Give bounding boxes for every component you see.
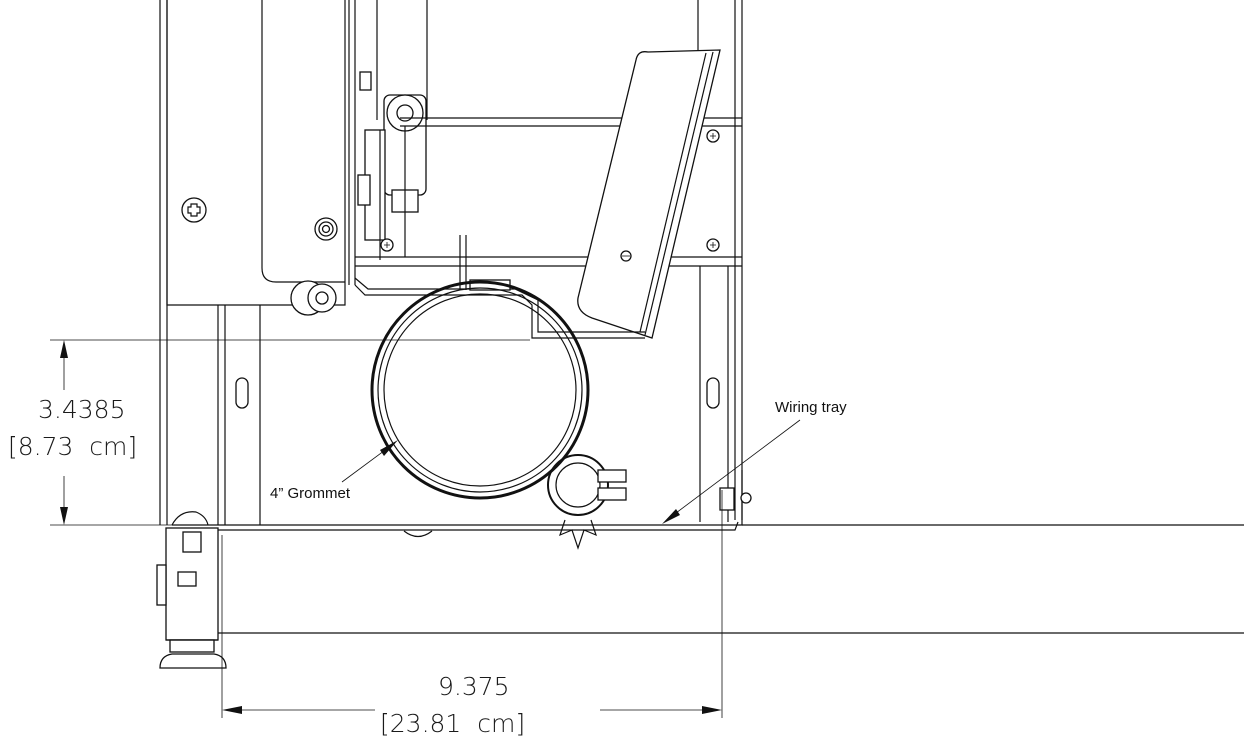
wiring-tray bbox=[172, 470, 752, 538]
grommet-callout: 4” Grommet bbox=[270, 485, 351, 502]
upper-panel bbox=[166, 0, 428, 306]
width-cm-label: [23.81 cm] bbox=[380, 709, 525, 738]
cable-clamp-icon bbox=[547, 454, 627, 550]
height-inches-label: 3.4385 bbox=[38, 395, 125, 424]
lower-side-brackets bbox=[217, 266, 729, 525]
wiring-tray-callout: Wiring tray bbox=[775, 399, 847, 416]
grommet-icon bbox=[370, 280, 590, 500]
hex-nut-icon bbox=[314, 217, 338, 241]
latch-mechanism bbox=[357, 94, 427, 260]
height-cm-label: [8.73 cm] bbox=[8, 432, 137, 461]
height-dimension bbox=[50, 339, 530, 526]
width-dimension bbox=[221, 490, 723, 718]
width-inches-label: 9.375 bbox=[438, 672, 510, 701]
rail-screw-icon bbox=[380, 129, 720, 252]
screw-left-icon bbox=[181, 197, 207, 223]
wiring-tray-leader bbox=[662, 419, 801, 524]
grommet-leader bbox=[341, 440, 398, 483]
roller-icon bbox=[290, 280, 337, 316]
leveling-foot-icon bbox=[156, 511, 227, 669]
reference-lines bbox=[218, 524, 1244, 634]
angled-cover bbox=[577, 49, 721, 339]
